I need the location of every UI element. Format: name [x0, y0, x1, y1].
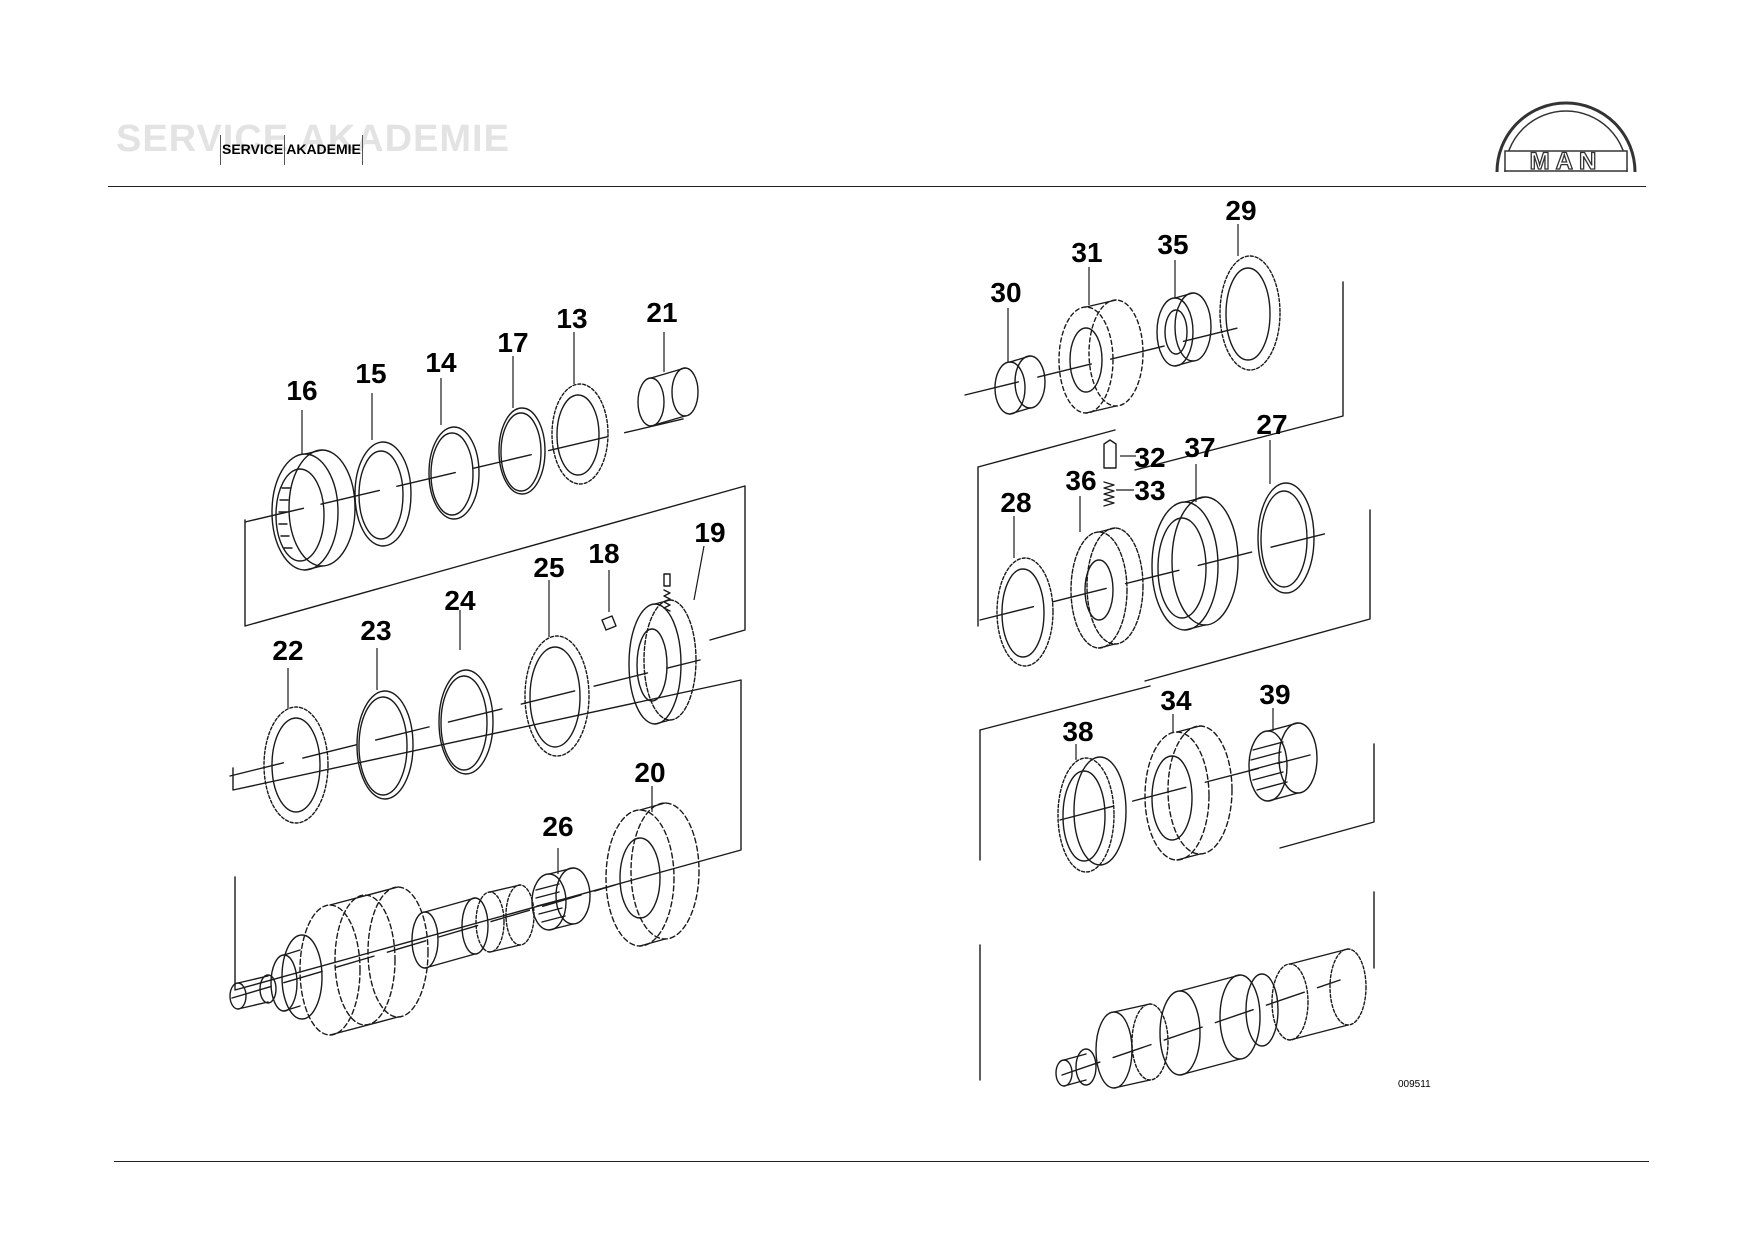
callout-19: 19	[694, 517, 725, 548]
title-akademie: AKADEMIE	[286, 140, 361, 157]
callout-26: 26	[542, 811, 573, 842]
part-37-sleeve	[1151, 496, 1239, 631]
callout-37: 37	[1184, 432, 1215, 463]
header-rule	[108, 186, 1646, 187]
part-17-ring	[498, 407, 546, 495]
man-logo: MAN	[1495, 101, 1637, 176]
panel-frame	[977, 429, 1371, 682]
panel-frame	[1134, 281, 1344, 471]
axis-line	[229, 659, 701, 777]
part-25-synchro-ring	[524, 635, 590, 757]
part-34-gear	[1144, 725, 1233, 861]
callout-24: 24	[444, 585, 476, 616]
ghost-title: SERVICE AKADEMIE	[116, 118, 510, 160]
part-13-synchro-ring	[551, 383, 609, 485]
panel-frame	[979, 891, 1375, 1081]
callout-21: 21	[646, 297, 677, 328]
callout-36: 36	[1065, 465, 1096, 496]
panel-frame	[979, 685, 1375, 861]
figure-number: 009511	[1398, 1079, 1431, 1090]
axis-line	[979, 529, 1341, 621]
callout-18: 18	[588, 538, 619, 569]
callout-20: 20	[634, 757, 665, 788]
callout-27: 27	[1256, 409, 1287, 440]
callout-14: 14	[425, 347, 457, 378]
callout-33: 33	[1134, 475, 1165, 506]
part-31-gear	[1058, 299, 1144, 414]
callout-25: 25	[533, 552, 564, 583]
part-19-hub	[628, 573, 697, 725]
counter-shaft	[1055, 948, 1367, 1089]
part-15-synchro-ring	[354, 441, 412, 547]
callout-31: 31	[1071, 237, 1102, 268]
title-separator	[284, 135, 286, 165]
part-28-synchro-ring	[996, 557, 1054, 667]
callout-29: 29	[1225, 195, 1256, 226]
callout-32: 32	[1134, 442, 1165, 473]
part-32-pin	[1103, 439, 1117, 469]
part-36-hub	[1070, 527, 1144, 649]
axis-line	[964, 324, 1251, 396]
callout-38: 38	[1062, 716, 1093, 747]
callout-22: 22	[272, 635, 303, 666]
callout-28: 28	[1000, 487, 1031, 518]
part-24-ring	[438, 669, 494, 775]
part-35-bearing	[1156, 292, 1212, 367]
callout-39: 39	[1259, 679, 1290, 710]
part-38-gear-ring	[1057, 756, 1127, 873]
title-separator	[361, 135, 363, 165]
part-21-bushing	[637, 367, 699, 427]
title-separator	[220, 135, 221, 165]
part-14-ring	[428, 426, 480, 520]
part-22-synchro-ring	[263, 706, 329, 824]
callout-23: 23	[360, 615, 391, 646]
logo-text: MAN	[1530, 148, 1603, 175]
callout-34: 34	[1160, 685, 1192, 716]
main-shaft	[229, 884, 616, 1036]
part-16-sleeve	[271, 449, 356, 571]
callout-13: 13	[556, 303, 587, 334]
callout-35: 35	[1157, 229, 1188, 260]
callout-labels: 16 15 14 17 13 21 19 18 25 24 23 22 20 2…	[272, 195, 1290, 842]
callout-30: 30	[990, 277, 1021, 308]
callout-16: 16	[286, 375, 317, 406]
part-30-bearing-ring	[994, 355, 1046, 415]
part-29-synchro-ring	[1219, 255, 1281, 371]
footer-rule	[114, 1161, 1649, 1162]
title-service: SERVICE	[222, 140, 284, 157]
part-18-block	[601, 615, 617, 631]
panel-frame	[244, 485, 746, 641]
part-26-needle-bearing	[531, 867, 591, 931]
part-23-ring	[356, 690, 414, 800]
part-27-ring	[1257, 482, 1315, 594]
part-33-spring	[1103, 481, 1115, 507]
callout-15: 15	[355, 358, 386, 389]
leader-lines	[287, 224, 1274, 874]
axis-line	[1059, 754, 1311, 821]
callout-17: 17	[497, 327, 528, 358]
part-39-needle-bearing	[1248, 722, 1318, 802]
